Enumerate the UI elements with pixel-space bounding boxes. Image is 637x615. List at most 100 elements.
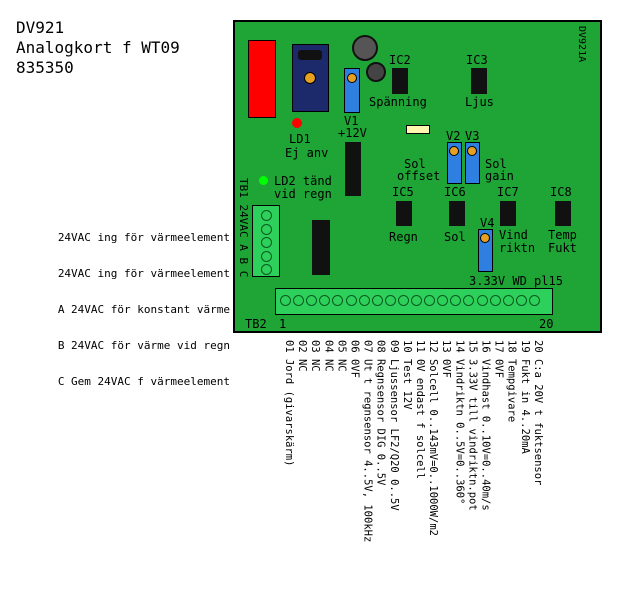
relay-component (248, 40, 276, 118)
tb2-pin-description: 15 3.33V till vindriktn.pot (466, 340, 479, 511)
tb2-terminal-5 (332, 295, 344, 306)
led1-indicator (292, 118, 302, 128)
led2-label: LD2 tänd (274, 174, 332, 188)
tb1-desc-5: C Gem 24VAC f värmeelement (57, 375, 230, 388)
tb2-terminal-18 (502, 295, 514, 306)
tb2-terminal-20 (528, 295, 540, 306)
tb2-pin-description: 13 0VF (440, 340, 453, 378)
tb2-terminal-14 (450, 295, 462, 306)
sol-gain-label-1: Sol (485, 157, 507, 171)
tb1-terminal-3 (261, 237, 272, 248)
v3-label: V3 (465, 129, 480, 143)
capacitor-large (352, 35, 378, 61)
tb2-first-pin: 1 (279, 317, 287, 331)
v1-knob (347, 73, 357, 83)
tb2-terminal-12 (424, 295, 436, 306)
tb2-pin-description: 18 Tempgivare (505, 340, 518, 423)
ic-regulator-chip (345, 142, 361, 196)
tb2-pin-description: 16 Vindhast 0..10V=0..40m/s (479, 340, 492, 511)
led2-indicator (259, 176, 268, 185)
tb2-pin-description: 12 Solcell 0..143mV=0..1000W/m2 (427, 340, 440, 536)
ic6-chip (449, 201, 465, 226)
tb2-pin-description: 05 NC (335, 340, 348, 372)
ic5-label: IC5 (392, 185, 414, 199)
tb2-pin-description: 02 NC (296, 340, 309, 372)
regulator-slot (298, 50, 322, 60)
ic3-label: IC3 (466, 53, 488, 67)
tb1-desc-4: B 24VAC för värme vid regn (57, 339, 230, 352)
tb2-pin-description: 03 NC (309, 340, 322, 372)
tb2-label: TB2 (245, 317, 267, 331)
v2-label: V2 (446, 129, 461, 143)
regulator-knob (304, 72, 316, 84)
ic2-chip (392, 68, 408, 94)
tb2-pin-description: 08 Regnsensor DIG 0..5V (374, 340, 387, 486)
tb1-terminal-block (252, 205, 280, 277)
board-code: DV921A (576, 26, 587, 63)
ic5-sublabel: Regn (389, 230, 418, 244)
title-line-2: Analogkort f WT09 (16, 38, 180, 57)
tb1-label: TB1 24VAC A B C (237, 178, 250, 278)
title-line-1: DV921 (16, 18, 65, 37)
ic3-chip (471, 68, 487, 94)
tb1-terminal-5 (261, 264, 272, 275)
bottom-tag: 3.33V WD pl15 (469, 274, 563, 288)
ic-terminal-chip (312, 220, 330, 275)
tb2-terminal-15 (463, 295, 475, 306)
led1-description: Ej anv (285, 146, 329, 160)
tb2-terminal-4 (319, 295, 331, 306)
ic5-chip (396, 201, 412, 226)
ic7-sublabel-2: riktn (499, 241, 536, 255)
ic8-chip (555, 201, 571, 226)
fuse-component (406, 125, 430, 134)
ic3-sublabel: Ljus (465, 95, 494, 109)
v4-knob (480, 233, 490, 243)
tb2-pin-description: 01 Jord (givarskärm) (283, 340, 295, 467)
title-line-3: 835350 (16, 58, 74, 77)
v1-label: V1 (344, 114, 359, 128)
tb2-pin-description: 04 NC (322, 340, 335, 372)
v2-knob (449, 146, 459, 156)
tb2-terminal-10 (397, 295, 409, 306)
v4-label: V4 (480, 216, 495, 230)
capacitor-small (366, 62, 386, 82)
tb2-terminal-17 (489, 295, 501, 306)
v1-voltage-label: +12V (338, 126, 367, 140)
tb2-last-pin: 20 (539, 317, 554, 331)
tb1-desc-2: 24VAC ing för värmeelement (57, 267, 230, 280)
tb2-terminal-13 (437, 295, 449, 306)
tb2-pin-description: 06 0VF (348, 340, 361, 378)
tb1-desc-1: 24VAC ing för värmeelement (57, 231, 230, 244)
ic7-chip (500, 201, 516, 226)
ic2-label: IC2 (389, 53, 411, 67)
tb2-terminal-6 (345, 295, 357, 306)
tb2-terminal-19 (515, 295, 527, 306)
tb2-pin-description: 11 0V endast f solcell (414, 340, 426, 480)
tb2-pin-description: 19 Fukt in 4..20mA (518, 340, 531, 454)
sol-offset-label-2: offset (397, 169, 441, 183)
sol-gain-label-2: gain (485, 169, 514, 183)
led1-label: LD1 (289, 132, 311, 146)
led2-description: vid regn (274, 187, 332, 201)
tb2-terminal-1 (280, 295, 291, 306)
ic8-sublabel-2: Fukt (548, 241, 577, 255)
v3-knob (467, 146, 477, 156)
tb2-terminal-9 (384, 295, 396, 306)
tb1-desc-3: A 24VAC för konstant värme (57, 303, 230, 316)
tb1-terminal-1 (261, 210, 272, 221)
tb2-terminal-11 (411, 295, 422, 306)
tb2-pin-description: 07 Ut t regnsensor 4..5V, 100kHz (361, 340, 374, 543)
ic6-label: IC6 (444, 185, 466, 199)
tb2-pin-description: 14 Vindriktn 0..5V=0..360° (453, 340, 466, 505)
ic7-label: IC7 (497, 185, 519, 199)
ic2-sublabel: Spänning (369, 95, 427, 109)
tb1-terminal-4 (261, 250, 272, 262)
tb2-terminal-7 (358, 295, 370, 306)
tb2-pin-description: 20 C:a 20V t fuktsensor (531, 340, 544, 486)
tb1-description-list: 24VAC ing för värmeelement 24VAC ing för… (14, 208, 230, 400)
ic8-sublabel-1: Temp (548, 228, 577, 242)
tb2-terminal-2 (293, 295, 305, 306)
tb2-pin-description: 10 Test 12V (400, 340, 413, 410)
tb2-terminal-3 (306, 295, 318, 306)
ic8-label: IC8 (550, 185, 572, 199)
